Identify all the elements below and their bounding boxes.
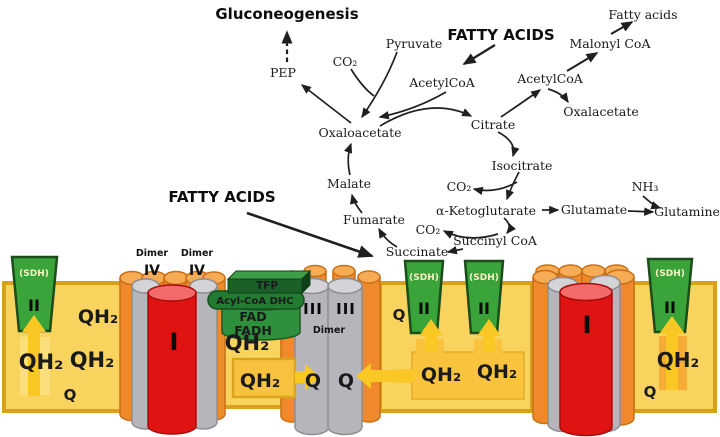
complex-ii-sdh-left: (SDH) II [10,255,59,333]
malate-label: Malate [327,176,371,191]
arrow-acetylcoa2-to-oxalacetate [547,88,569,104]
qh2-up-arrow-mid-2 [477,319,501,352]
complex-ii-label: II [418,299,430,318]
sdh-label: (SDH) [655,269,685,279]
complex-iv-dimer-and-complex-i-left [119,270,226,435]
sdh-label: (SDH) [19,269,49,279]
fatty-acids-product-label: Fatty acids [608,7,677,22]
qh2-label-r2: QH₂ [477,361,517,383]
arrow-oaa-to-pep [300,84,352,124]
fadh-label: FADH [234,323,272,338]
complex-iii-label-1: III [303,300,323,318]
dimer-label-2: Dimer [181,248,213,259]
qh2-label-far-right: QH₂ [657,348,700,372]
arrow-malonyl-to-fattyacids [610,21,634,35]
q-label-on-iii-1: Q [305,370,321,392]
complex-i-label-left: I [170,328,179,356]
arrow-akg-to-succinylcoa [503,217,516,235]
fad-label: FAD [239,309,266,324]
qh2-label-boxed: QH₂ [240,370,280,392]
curve-co2-into-pyruvate-arrow [350,68,375,97]
arrow-glutamate-to-glutamine [627,207,655,216]
complex-ii-label: II [28,296,40,315]
qh2-label-r1: QH₂ [421,364,461,386]
complex-iv-label-2: IV [189,263,205,279]
glutamine-label: Glutamine [654,204,720,219]
arrow-malate-to-oaa [344,142,353,176]
malonyl-coa-label: Malonyl CoA [570,36,652,51]
arrow-citrate-to-acetylcoa2 [500,89,542,118]
complex-iii-label-2: III [336,300,356,318]
oxalacetate-right-label: Oxalacetate [563,104,639,119]
arrow-acetylcoa-to-oaa [378,91,447,120]
q-label-mid: Q [393,306,406,324]
arrow-nh3-to-glutamine [642,195,662,210]
sdh-label: (SDH) [469,273,499,283]
co2-akg-label: CO₂ [416,222,441,237]
arrow-fattyacids-to-tfp [246,211,374,258]
q-label-on-iii-2: Q [338,370,354,392]
arrow-oaa-to-citrate [379,107,473,127]
succinyl-coa-label: Succinyl CoA [453,233,538,248]
citrate-label: Citrate [471,117,515,132]
complex-i-label-right: I [583,311,592,339]
qh2-up-arrow-mid-1 [419,319,443,352]
alpha-ketoglutarate-label: α-Ketoglutarate [436,203,536,218]
qh2-to-q-arrow [295,364,320,390]
succinate-label: Succinate [386,244,449,259]
acyl-coa-dhc-label: Acyl-CoA DHC [216,296,293,307]
complex-i-right-group [532,264,635,437]
qh2-up-arrow-right [659,316,685,390]
qh2-up-arrow-left [22,315,46,396]
arrow-succinylcoa-to-succinate [446,246,464,255]
isocitrate-label: Isocitrate [492,158,553,173]
gluconeogenesis-title: Gluconeogenesis [215,5,358,23]
complex-ii-label: II [664,298,676,317]
arrow-succinate-to-fumarate [378,227,398,248]
arrow-fumarate-to-malate [350,193,363,214]
qh2-label-b: QH₂ [19,350,64,374]
q-label-far-right: Q [644,383,657,401]
glutamate-label: Glutamate [561,202,627,217]
arrow-isocitrate-to-co2 [472,181,518,196]
arrow-acetylcoa2-to-malonyl [566,52,599,72]
complex-ii-sdh-mid-2: (SDH) II [463,259,505,335]
fatty-acids-top-label: FATTY ACIDS [447,26,554,44]
dimer-label-1: Dimer [136,248,168,259]
co2-isocitrate-label: CO₂ [447,179,472,194]
qh2-shuttle-graphics [20,315,687,400]
q-label-left: Q [64,386,77,404]
complex-ii-label: II [478,299,490,318]
tfp-acyl-coa-dhc-complex: TFP Acyl-CoA DHC FAD FADH [207,269,312,341]
qh2-label-a: QH₂ [78,306,118,328]
complex-iv-label-1: IV [144,263,160,279]
acetyl-coa-left-label: AcetylCoA [408,75,476,90]
tfp-label: TFP [256,280,278,292]
complex-ii-sdh-mid-1: (SDH) II [403,259,445,335]
fumarate-label: Fumarate [343,212,405,227]
qh2-box-middle [231,357,297,399]
arrow-akg-to-co2 [442,230,499,239]
complex-ii-sdh-right: (SDH) II [646,257,694,334]
qh2-label-c: QH₂ [70,348,115,372]
arrow-citrate-to-isocitrate [497,131,520,158]
oxaloacetate-label: Oxaloacetate [318,125,401,140]
q-arrow-from-right [356,363,414,389]
arrow-pyruvate-to-oaa [361,51,398,119]
co2-pyruvate-label: CO₂ [333,54,358,69]
pathway-arrows [246,21,662,258]
pep-label: PEP [270,65,296,80]
sdh-label: (SDH) [409,273,439,283]
acetyl-coa-right-label: AcetylCoA [516,71,584,86]
qh2-label-mid-upper: QH₂ [225,331,270,355]
pyruvate-label: Pyruvate [386,36,442,51]
dimer-label-3: Dimer [313,325,345,336]
nh3-label: NH₃ [632,179,659,194]
arrow-fattyacids-to-acetylcoa [462,44,496,65]
fatty-acids-membrane-label: FATTY ACIDS [168,188,275,206]
